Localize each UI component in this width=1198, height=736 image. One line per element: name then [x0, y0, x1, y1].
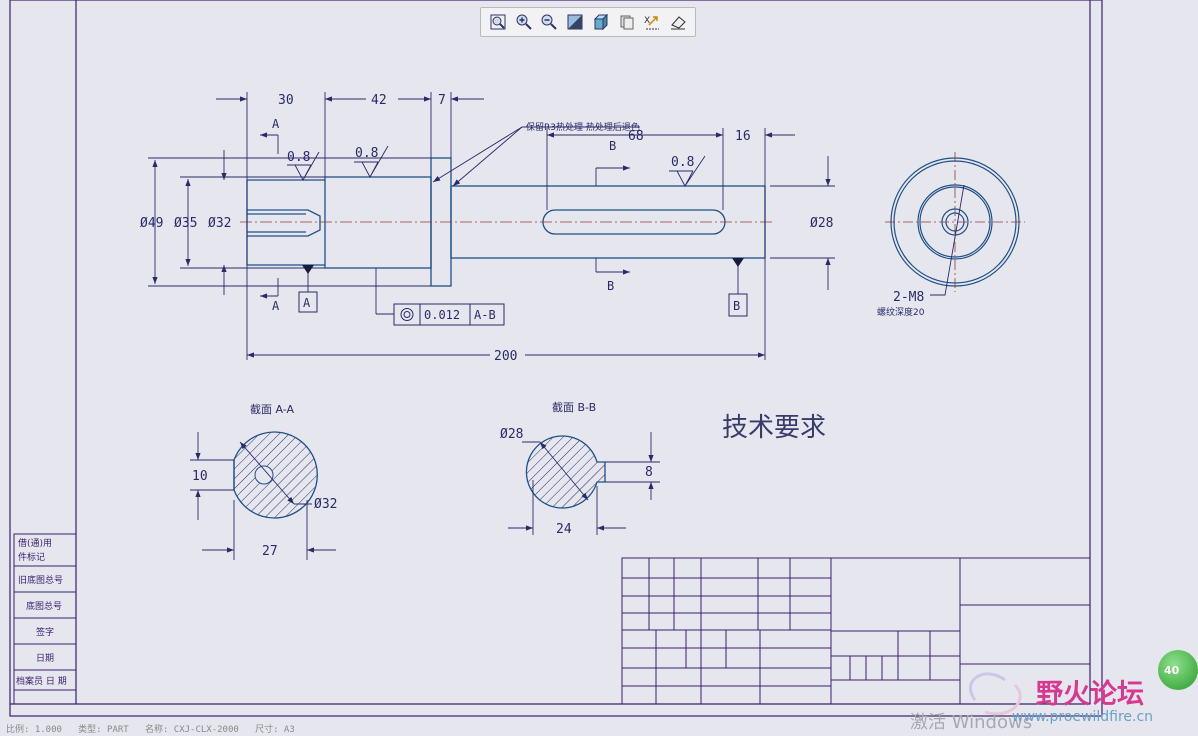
regenerate-button[interactable]: X — [642, 12, 662, 32]
status-bar: 比例: 1.000 类型: PART 名称: CXJ-CLX-2000 尺寸: … — [6, 725, 295, 735]
section-a-top: A — [272, 117, 280, 131]
side-strip — [13, 533, 77, 705]
section-a-bottom: A — [272, 299, 280, 313]
heat-treatment-note: 保留R3热处理 热处理后退色 — [526, 121, 640, 133]
view-3d-icon — [593, 13, 609, 31]
side-label-base-no: 底图总号 — [26, 600, 62, 612]
zoom-fit-button[interactable] — [488, 12, 508, 32]
forum-logo-icon — [968, 672, 1022, 716]
tech-requirements-title: 技术要求 — [722, 413, 826, 443]
zoom-fit-icon — [490, 14, 506, 30]
dim-30: 30 — [278, 93, 294, 108]
zoom-out-icon — [541, 14, 558, 30]
tolerance-value: 0.012 — [424, 308, 460, 322]
dim-7: 7 — [438, 93, 446, 108]
pan-button[interactable] — [565, 12, 585, 32]
side-label-old-no: 旧底图总号 — [18, 574, 63, 586]
thread-depth-label: 螺纹深度20 — [877, 306, 925, 318]
datum-b-label: B — [733, 299, 740, 313]
main-dimensions — [148, 92, 835, 360]
dim-phi32: Ø32 — [208, 216, 231, 231]
roughness-3: 0.8 — [671, 155, 694, 170]
thread-label: 2-M8 — [893, 290, 924, 305]
green-badge[interactable]: 40 — [1158, 650, 1198, 690]
dim-68: 68 — [628, 129, 644, 144]
section-a-dim-10: 10 — [192, 469, 208, 484]
datum-a-label: A — [303, 296, 311, 310]
roughness-2: 0.8 — [355, 146, 378, 161]
dim-200: 200 — [494, 349, 517, 364]
dim-16: 16 — [735, 129, 751, 144]
view-toolbar: X — [480, 7, 696, 37]
dim-phi35: Ø35 — [174, 216, 197, 231]
side-label-sign: 签字 — [36, 626, 54, 638]
tolerance-frame — [393, 303, 505, 326]
zoom-in-icon — [516, 14, 532, 30]
datum-b-triangle — [732, 258, 744, 267]
windows-activation-watermark: 激活 Windows — [910, 712, 1033, 733]
zoom-in-button[interactable] — [514, 12, 534, 32]
section-b-title: 截面 B-B — [552, 400, 596, 414]
section-a-title: 截面 A-A — [250, 402, 295, 416]
svg-text:X: X — [644, 16, 650, 26]
section-a-dims — [190, 432, 336, 560]
section-b-top: B — [609, 139, 616, 153]
thread-leader — [930, 184, 965, 296]
datum-b-box — [728, 293, 748, 317]
datum-a-triangle — [302, 265, 314, 274]
zoom-out-button[interactable] — [539, 12, 559, 32]
side-label-borrow: 借(通)用 — [18, 537, 52, 549]
eraser-button[interactable] — [668, 12, 688, 32]
section-a-dim-27: 27 — [262, 544, 278, 559]
regenerate-icon: X — [644, 16, 660, 30]
forum-logo-text: 野火论坛 — [1036, 679, 1144, 710]
dim-42: 42 — [371, 93, 387, 108]
section-b-dim-8: 8 — [645, 465, 653, 480]
section-b-dim-24: 24 — [556, 522, 572, 537]
section-b-bottom: B — [607, 279, 614, 293]
layers-button[interactable] — [617, 12, 637, 32]
view-3d-button[interactable] — [591, 12, 611, 32]
dim-phi49: Ø49 — [140, 216, 163, 231]
forum-logo-url: www.proewildfire.cn — [1012, 709, 1154, 725]
title-block — [621, 557, 1091, 705]
section-b-view — [525, 435, 606, 509]
section-a-view — [233, 431, 318, 519]
section-a-dim-phi32: Ø32 — [314, 497, 337, 512]
section-b-dim-phi28: Ø28 — [500, 427, 523, 442]
eraser-icon — [671, 16, 686, 30]
layers-icon — [620, 15, 634, 30]
side-label-date: 日期 — [36, 653, 54, 664]
tolerance-ref: A-B — [474, 308, 496, 322]
end-view-centerlines — [885, 152, 1025, 292]
side-label-archivist: 档案员 日 期 — [16, 675, 67, 687]
side-label-mark: 件标记 — [18, 551, 45, 563]
pan-icon — [567, 14, 583, 30]
dim-phi28: Ø28 — [810, 216, 833, 231]
roughness-1: 0.8 — [287, 150, 310, 165]
datum-a-box — [298, 291, 318, 313]
section-b-dims — [508, 432, 660, 535]
sheet-frame — [9, 0, 1103, 717]
